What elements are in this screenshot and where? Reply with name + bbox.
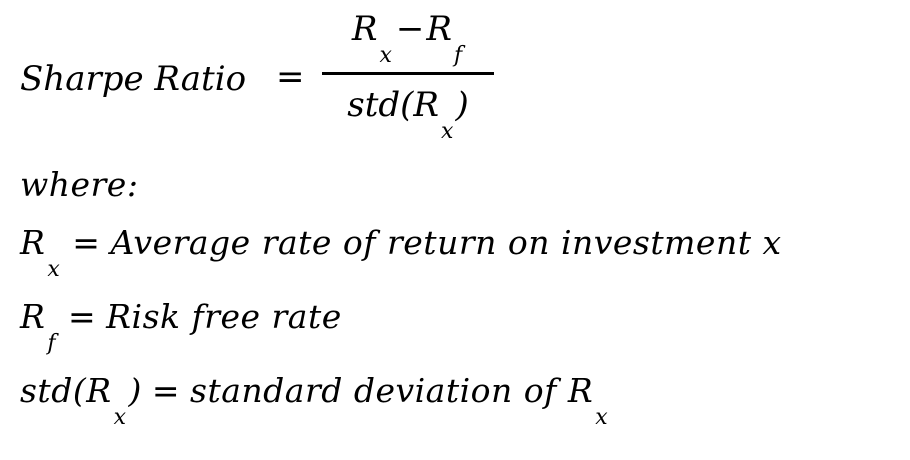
where-label: where: [20, 165, 139, 204]
numerator-term-1: R [351, 9, 378, 49]
fraction-bar [322, 72, 494, 75]
definition-meaning-subscript: x [595, 405, 609, 430]
definition-symbol-prefix: std( [20, 371, 87, 410]
definition-symbol-subscript: x [113, 405, 127, 430]
denominator-term-subscript: x [441, 119, 454, 144]
definition-symbol-subscript: x [47, 257, 61, 282]
sharpe-ratio-formula: Sharpe Ratio = Rx−Rf std(Rx) [20, 0, 900, 150]
definition-std-rx: std(Rx)=standard deviation of Rx [20, 371, 610, 429]
definition-meaning: Average rate of return on investment x [110, 223, 782, 262]
equals-sign: = [151, 371, 181, 410]
denominator-close: ) [455, 85, 469, 125]
definition-symbol: R [20, 297, 46, 336]
definition-rx: Rx =Average rate of return on investment … [20, 223, 782, 281]
numerator-term-2: R [426, 9, 452, 49]
equals-sign: = [276, 57, 305, 97]
numerator-term-2-subscript: f [453, 43, 463, 68]
numerator-term-1-subscript: x [379, 43, 392, 68]
definition-meaning: standard deviation of R [190, 371, 594, 410]
definition-symbol-suffix: ) [128, 371, 142, 410]
definition-symbol: R [86, 371, 112, 410]
definition-symbol: R [20, 223, 46, 262]
equals-sign: = [72, 223, 101, 262]
definition-symbol-subscript: f [47, 331, 57, 356]
formula-lhs: Sharpe Ratio [20, 59, 247, 99]
equals-sign: = [68, 297, 97, 336]
definition-meaning: Risk free rate [106, 297, 342, 336]
fraction-denominator: std(Rx) [322, 85, 494, 143]
denominator-func: std( [347, 85, 414, 125]
denominator-term: R [413, 85, 440, 125]
fraction-numerator: Rx−Rf [322, 9, 494, 67]
fraction: Rx−Rf std(Rx) [322, 0, 494, 150]
definition-rf: Rf =Risk free rate [20, 297, 342, 355]
minus-sign: − [395, 9, 425, 49]
